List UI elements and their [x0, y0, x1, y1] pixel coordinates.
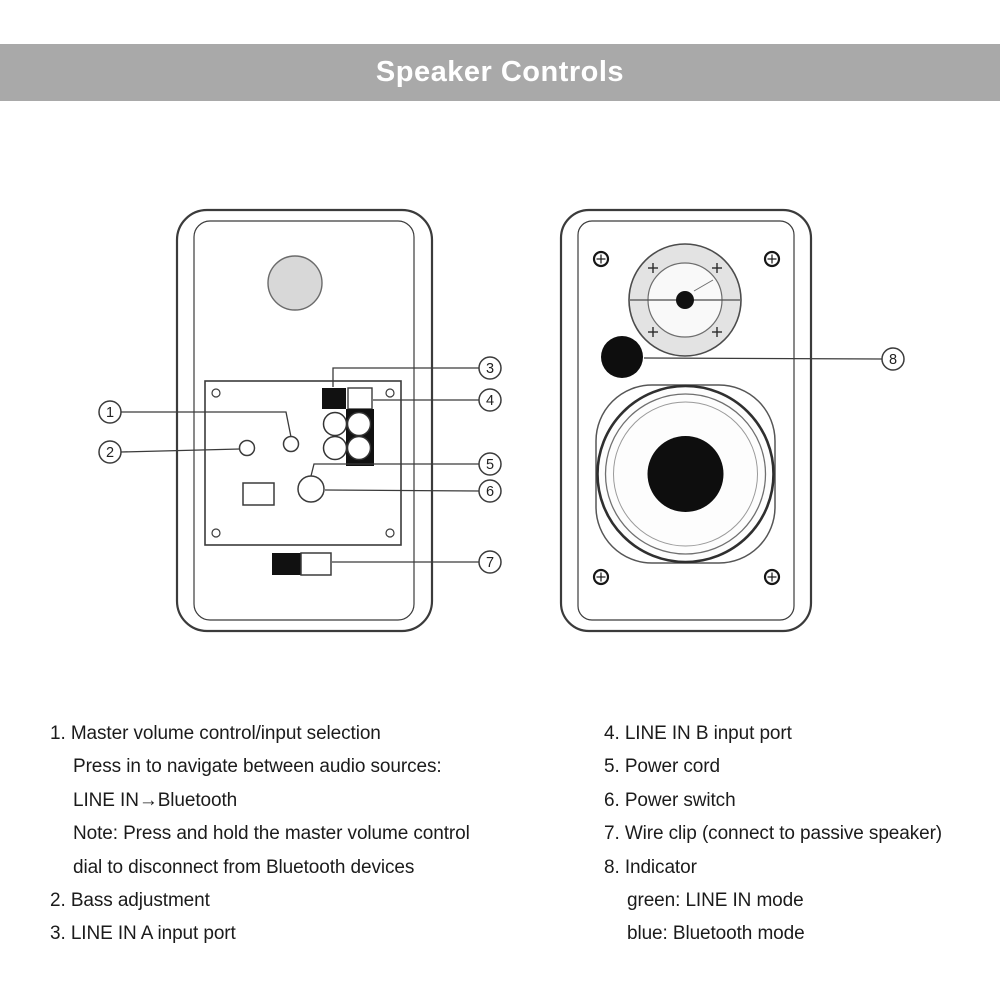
rear-speaker-diagram: [175, 208, 434, 633]
woofer: [595, 384, 776, 564]
callout-line-1: [121, 411, 292, 438]
legend-item-2: 2. Bass adjustment: [50, 890, 210, 912]
svg-text:4: 4: [486, 393, 494, 409]
callout-line-6: [324, 489, 480, 492]
legend-item-1-line-2: Press in to navigate between audio sourc…: [73, 756, 442, 778]
screw-top-right-icon: [763, 250, 781, 268]
legend-item-1: 1. Master volume control/input selection: [50, 723, 381, 744]
screw-bottom-right-icon: [763, 568, 781, 586]
wire-clip: [272, 552, 332, 576]
page-title: Speaker Controls: [375, 56, 625, 88]
rear-panel-inset: [193, 220, 415, 621]
svg-text:5: 5: [486, 457, 494, 473]
legend-item-4: 4. LINE IN B input port: [604, 723, 792, 744]
callout-line-8: [643, 357, 883, 360]
legend-right-column: 4. LINE IN B input port 5. Power cord 6.…: [604, 717, 994, 951]
legend-item-6: 6. Power switch: [604, 789, 736, 811]
callout-line-2: [120, 448, 241, 453]
front-baffle-inset: [577, 220, 795, 621]
baffle-screws: [592, 250, 781, 586]
callout-6: 6: [478, 479, 502, 503]
callout-5: 5: [478, 452, 502, 476]
legend-item-3: 3. LINE IN A input port: [50, 923, 236, 945]
svg-text:8: 8: [889, 352, 897, 368]
legend-item-8-line-3: blue: Bluetooth mode: [627, 923, 805, 945]
legend-item-8: 8. Indicator: [604, 856, 697, 878]
power-cord-entry: [297, 475, 325, 503]
panel-screws: [211, 388, 395, 538]
indicator-led: [601, 336, 643, 378]
callout-1: 1: [98, 400, 122, 424]
front-speaker-diagram: [559, 208, 813, 633]
tweeter: [628, 243, 742, 357]
callout-3: 3: [478, 356, 502, 380]
callout-bubbles: 1 2 3 4 5 6 7 8: [98, 347, 905, 574]
screw-bottom-left-icon: [592, 568, 610, 586]
bass-knob: [238, 439, 256, 457]
svg-text:2: 2: [106, 445, 114, 461]
line-in-terminals: [322, 387, 374, 466]
bass-port: [267, 255, 323, 311]
legend-item-5: 5. Power cord: [604, 756, 720, 778]
legend-item-1-line-3: LINE IN→Bluetooth: [73, 789, 238, 811]
speaker-diagram: 1 2 3 4 5 6 7 8: [98, 208, 905, 633]
callout-line-5: [310, 463, 479, 477]
callout-2: 2: [98, 440, 122, 464]
callout-line-3: [332, 367, 479, 387]
callout-4: 4: [478, 388, 502, 412]
legend-item-8-line-2: green: LINE IN mode: [627, 890, 804, 912]
svg-text:6: 6: [486, 484, 494, 500]
tweeter-screws: [648, 263, 722, 337]
svg-text:7: 7: [486, 555, 494, 571]
power-switch: [242, 482, 275, 506]
legend-left-column: 1. Master volume control/input selection…: [50, 717, 595, 951]
svg-text:3: 3: [486, 361, 494, 377]
screw-top-left-icon: [592, 250, 610, 268]
legend-item-7: 7. Wire clip (connect to passive speaker…: [604, 823, 943, 845]
woofer-dust-cap: [647, 436, 724, 512]
volume-knob: [282, 435, 300, 453]
callout-7: 7: [478, 550, 502, 574]
title-banner: Speaker Controls: [0, 44, 1000, 101]
legend-item-1-note-line-2: dial to disconnect from Bluetooth device…: [73, 856, 415, 878]
callout-8: 8: [881, 347, 905, 371]
line-in-a-port: [322, 388, 346, 409]
svg-text:1: 1: [106, 405, 114, 421]
line-in-b-port: [347, 387, 373, 410]
callout-lines: [120, 357, 883, 563]
legend-item-1-note-line-1: Note: Press and hold the master volume c…: [73, 823, 470, 845]
